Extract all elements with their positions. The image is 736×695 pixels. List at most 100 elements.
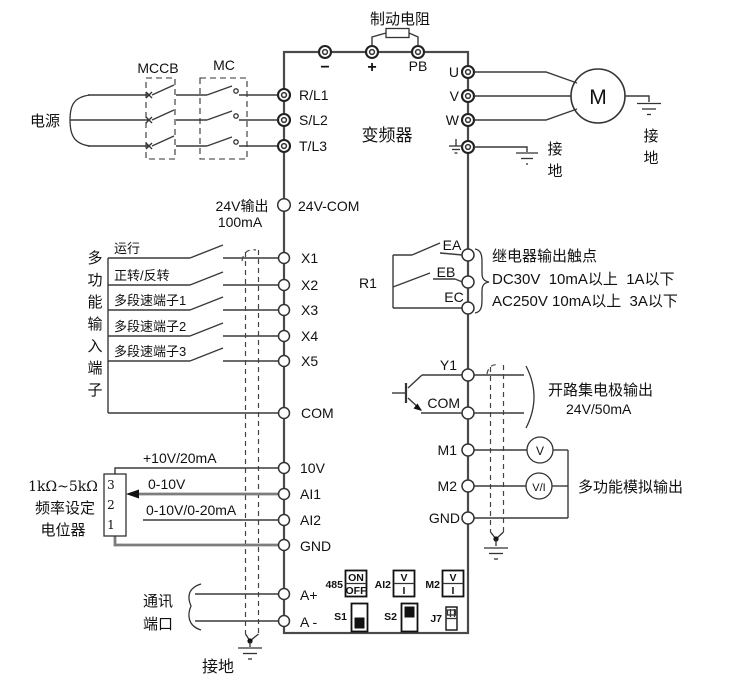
digital-input-section: 运行 正转/反转 多段速端子1 多段速端子2 多段速端子3 多 功 能 输 入 … bbox=[87, 241, 333, 421]
relay-note-1: 继电器输出触点 bbox=[492, 248, 597, 265]
left-shield-cable: 接地 bbox=[202, 249, 262, 676]
din-char-3: 能 bbox=[87, 294, 102, 311]
mc-label: MC bbox=[213, 57, 235, 73]
label-10v-wire: +10V/20mA bbox=[143, 450, 217, 466]
aux-24v-section: 24V输出 100mA 24V-COM bbox=[216, 197, 359, 230]
motor-label: M bbox=[589, 86, 607, 109]
resistor-symbol bbox=[385, 27, 410, 39]
pot-rating: 1kΩ~5kΩ bbox=[28, 479, 98, 495]
comm-label-1: 通讯 bbox=[143, 593, 173, 610]
meter-v-label: V bbox=[536, 444, 544, 458]
input-func-2: 正转/反转 bbox=[114, 268, 170, 283]
din-char-5: 入 bbox=[87, 338, 102, 355]
supply-label: 电源 bbox=[30, 113, 60, 130]
right-shield-ground-symbol bbox=[484, 547, 508, 560]
pot-pin-1: 1 bbox=[107, 518, 115, 532]
rs485-on: ON bbox=[348, 572, 364, 584]
label-ea: EA bbox=[443, 237, 462, 253]
label-ai2-wire: 0-10V/0-20mA bbox=[146, 502, 237, 518]
m2-select-label: M2 bbox=[425, 579, 440, 591]
label-ai1-wire: 0-10V bbox=[148, 476, 186, 492]
motor-ground-char2: 地 bbox=[643, 150, 658, 167]
label-eb: EB bbox=[437, 264, 456, 280]
din-char-4: 输 bbox=[87, 316, 102, 333]
rs485-off: OFF bbox=[346, 585, 368, 597]
inverter-ground-char1: 接 bbox=[547, 141, 562, 158]
pe-terminal-icon bbox=[449, 139, 463, 154]
open-collector-section: Y1 COM 开路集电极输出 24V/50mA bbox=[392, 357, 653, 429]
label-m2: M2 bbox=[438, 478, 458, 494]
s2-switch bbox=[400, 602, 419, 633]
pot-name-1: 频率设定 bbox=[35, 500, 95, 517]
braking-resistor-label: 制动电阻 bbox=[370, 11, 430, 28]
ai2-v: V bbox=[400, 572, 407, 584]
ai2-select-switch: V I bbox=[392, 569, 416, 598]
inverter-ground-symbol bbox=[516, 152, 538, 165]
label-s-l2: S/L2 bbox=[299, 112, 328, 128]
dc-bus-terminals: − + PB bbox=[317, 44, 428, 76]
s2-label: S2 bbox=[384, 611, 397, 623]
label-x1: X1 bbox=[301, 250, 318, 266]
label-a-minus: A - bbox=[300, 614, 317, 630]
label-ai2: AI2 bbox=[300, 512, 321, 528]
label-pb: PB bbox=[409, 58, 428, 74]
m2-v: V bbox=[449, 572, 456, 584]
ai2-select-label: AI2 bbox=[375, 579, 392, 591]
potentiometer-symbol bbox=[103, 473, 127, 537]
din-char-6: 端 bbox=[87, 360, 102, 377]
din-char-1: 多 bbox=[87, 250, 102, 267]
motor-output-section: M 接 地 U V W 接 地 bbox=[446, 64, 661, 180]
relay-brace bbox=[474, 248, 490, 314]
label-y1: Y1 bbox=[440, 357, 457, 373]
s1-label: S1 bbox=[334, 611, 347, 623]
relay-name: R1 bbox=[359, 275, 377, 291]
label-w: W bbox=[446, 112, 460, 128]
rs485-switch: ON OFF bbox=[344, 569, 368, 598]
label-u: U bbox=[449, 64, 459, 80]
config-switches: 485 ON OFF AI2 V I M2 V I S1 S2 bbox=[325, 569, 465, 633]
rs485-label: 485 bbox=[325, 579, 343, 591]
comm-label-2: 端口 bbox=[143, 616, 173, 633]
label-24v-current: 100mA bbox=[218, 214, 263, 230]
label-x4: X4 bbox=[301, 328, 318, 344]
label-v: V bbox=[450, 88, 460, 104]
label-ec: EC bbox=[444, 289, 463, 305]
input-func-4: 多段速端子2 bbox=[114, 319, 186, 334]
pot-name-2: 电位器 bbox=[40, 522, 85, 539]
s1-switch bbox=[350, 602, 369, 633]
relay-output-section: R1 EA EB EC 继电器输出触点 DC30V 10mA以上 1A以下 AC… bbox=[359, 237, 678, 315]
wiper-arrow bbox=[126, 489, 139, 499]
ai2-i: I bbox=[403, 585, 406, 597]
j7-label: J7 bbox=[430, 613, 442, 625]
shield-ground-symbol bbox=[238, 647, 262, 660]
emitter-arrow bbox=[413, 403, 422, 411]
inverter-title: 变频器 bbox=[362, 126, 413, 145]
label-x3: X3 bbox=[301, 302, 318, 318]
label-r-l1: R/L1 bbox=[299, 87, 329, 103]
mccb-box bbox=[145, 77, 176, 160]
analog-input-section: +10V/20mA 0-10V 0-10V/0-20mA 3 2 1 1kΩ~5… bbox=[28, 450, 331, 554]
label-t-l3: T/L3 bbox=[299, 138, 327, 154]
relay-note-3: AC250V 10mA以上 3A以下 bbox=[492, 293, 678, 310]
mccb-label: MCCB bbox=[137, 60, 178, 76]
din-char-7: 子 bbox=[87, 382, 102, 399]
mc-box bbox=[199, 77, 248, 160]
label-com-left: COM bbox=[301, 405, 334, 421]
label-24v-out: 24V输出 bbox=[216, 198, 269, 214]
oc-note-1: 开路集电极输出 bbox=[548, 382, 653, 399]
oc-brace bbox=[525, 365, 535, 429]
mains-terminals: R/L1 S/L2 T/L3 bbox=[276, 87, 329, 154]
label-gnd-right: GND bbox=[429, 510, 460, 526]
label-minus: − bbox=[320, 59, 329, 76]
motor-ground-char1: 接 bbox=[643, 128, 658, 145]
bottom-ground-label: 接地 bbox=[202, 658, 234, 676]
analog-output-section: V V/I M1 M2 GND 多功能模拟输出 bbox=[429, 436, 683, 526]
terminal-24v-com bbox=[276, 197, 292, 213]
meter-vi-label: V/I bbox=[532, 482, 545, 494]
m2-i: I bbox=[452, 585, 455, 597]
pot-pin-2: 2 bbox=[107, 498, 115, 512]
label-m1: M1 bbox=[438, 442, 458, 458]
label-x2: X2 bbox=[301, 277, 318, 293]
label-com-right: COM bbox=[427, 395, 460, 411]
